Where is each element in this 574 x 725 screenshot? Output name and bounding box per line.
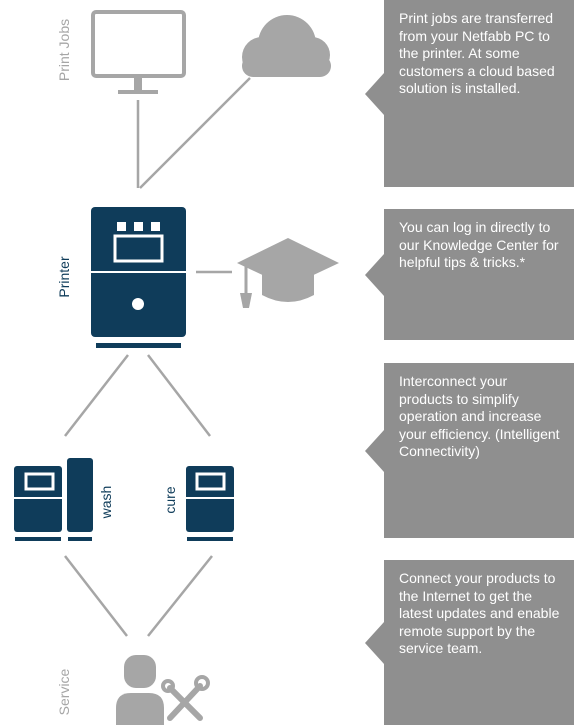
- tools-icon: [161, 675, 210, 721]
- callout-remote-support: Connect your products to the Internet to…: [365, 560, 574, 725]
- callout-intelligent-connectivity: Interconnect your products to simplify o…: [365, 363, 574, 538]
- service-person-icon: [116, 655, 164, 725]
- callout-print-jobs: Print jobs are transferred from your Net…: [365, 0, 574, 187]
- wash-label: wash: [98, 486, 114, 520]
- printer-label: Printer: [56, 256, 72, 298]
- cure-unit-icon: [186, 466, 234, 541]
- printer-to-cure-line: [147, 354, 211, 437]
- callout-remote-support-text: Connect your products to the Internet to…: [399, 570, 560, 656]
- service-label: Service: [56, 668, 72, 715]
- cure-to-service-line: [147, 555, 213, 637]
- connector-lines: [64, 77, 251, 637]
- printer-to-wash-line: [64, 354, 129, 437]
- cloud-to-printer-line: [139, 77, 251, 189]
- callout-intelligent-connectivity-text: Interconnect your products to simplify o…: [399, 373, 560, 459]
- printer-icon: [91, 207, 186, 348]
- cloud-icon: [242, 15, 331, 77]
- callout-print-jobs-text: Print jobs are transferred from your Net…: [399, 10, 555, 96]
- print-jobs-label: Print Jobs: [56, 19, 72, 81]
- wash-to-service-line: [64, 555, 128, 637]
- graduation-cap-icon: [237, 238, 339, 308]
- monitor-icon: [91, 10, 186, 94]
- callout-knowledge-center-text: You can log in directly to our Knowledge…: [399, 219, 559, 270]
- cure-label: cure: [162, 486, 178, 513]
- callout-knowledge-center: You can log in directly to our Knowledge…: [365, 209, 574, 340]
- wash-unit-icon: [14, 458, 93, 541]
